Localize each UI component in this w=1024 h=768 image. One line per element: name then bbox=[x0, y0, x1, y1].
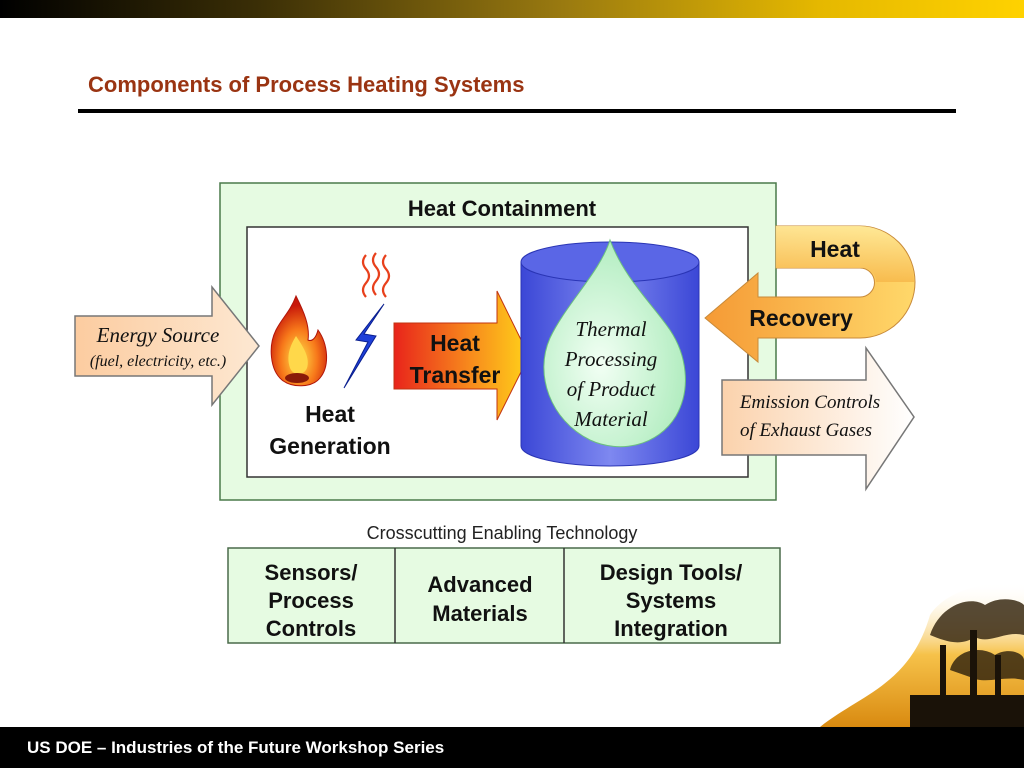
heat-generation-label-line2: Generation bbox=[269, 433, 390, 459]
emission-controls-line2: of Exhaust Gases bbox=[740, 420, 872, 441]
product-droplet-icon bbox=[543, 238, 686, 448]
cell-design-line1: Design Tools/ bbox=[600, 560, 743, 585]
process-cylinder bbox=[520, 238, 700, 467]
footer-bar bbox=[0, 727, 1024, 768]
heat-waves-icon bbox=[361, 252, 391, 298]
cell-sensors-line2: Process bbox=[268, 588, 354, 613]
thermal-processing-line3: of Product bbox=[567, 377, 657, 401]
crosscutting-label: Crosscutting Enabling Technology bbox=[367, 523, 638, 543]
heat-recovery-label-line2: Recovery bbox=[749, 305, 853, 331]
thermal-processing-line1: Thermal bbox=[575, 317, 646, 341]
lightning-bolt-icon bbox=[343, 303, 385, 389]
heat-recovery-label-line1: Heat bbox=[810, 236, 860, 262]
thermal-processing-line4: Material bbox=[573, 407, 648, 431]
factory-smoke-image bbox=[820, 582, 1024, 727]
emission-controls-arrow: Emission Controls of Exhaust Gases bbox=[721, 345, 915, 492]
title-underline bbox=[78, 109, 956, 113]
heat-containment-label: Heat Containment bbox=[408, 196, 597, 221]
cell-design-line2: Systems bbox=[626, 588, 717, 613]
heat-generation-label-line1: Heat bbox=[305, 401, 355, 427]
heat-recovery-arrow: Heat Recovery bbox=[704, 225, 916, 364]
cell-materials-line1: Advanced bbox=[427, 572, 532, 597]
heat-transfer-label-line1: Heat bbox=[430, 330, 480, 356]
flame-icon bbox=[270, 294, 327, 387]
energy-source-sublabel: (fuel, electricity, etc.) bbox=[90, 353, 226, 370]
cell-sensors-line1: Sensors/ bbox=[265, 560, 358, 585]
cell-design-line3: Integration bbox=[614, 616, 728, 641]
heat-transfer-arrow: Heat Transfer bbox=[393, 290, 530, 421]
top-gradient-bar bbox=[0, 0, 1024, 18]
slide-title: Components of Process Heating Systems bbox=[88, 72, 525, 97]
heat-transfer-label-line2: Transfer bbox=[410, 362, 501, 388]
crosscutting-table: Sensors/ Process Controls Advanced Mater… bbox=[227, 547, 781, 644]
thermal-processing-line2: Processing bbox=[564, 347, 658, 371]
cell-materials-line2: Materials bbox=[432, 601, 527, 626]
emission-controls-line1: Emission Controls bbox=[739, 392, 880, 413]
cell-sensors-line3: Controls bbox=[266, 616, 356, 641]
energy-source-label: Energy Source bbox=[96, 323, 220, 347]
energy-source-arrow: Energy Source (fuel, electricity, etc.) bbox=[74, 284, 260, 408]
footer-text: US DOE – Industries of the Future Worksh… bbox=[27, 738, 445, 757]
